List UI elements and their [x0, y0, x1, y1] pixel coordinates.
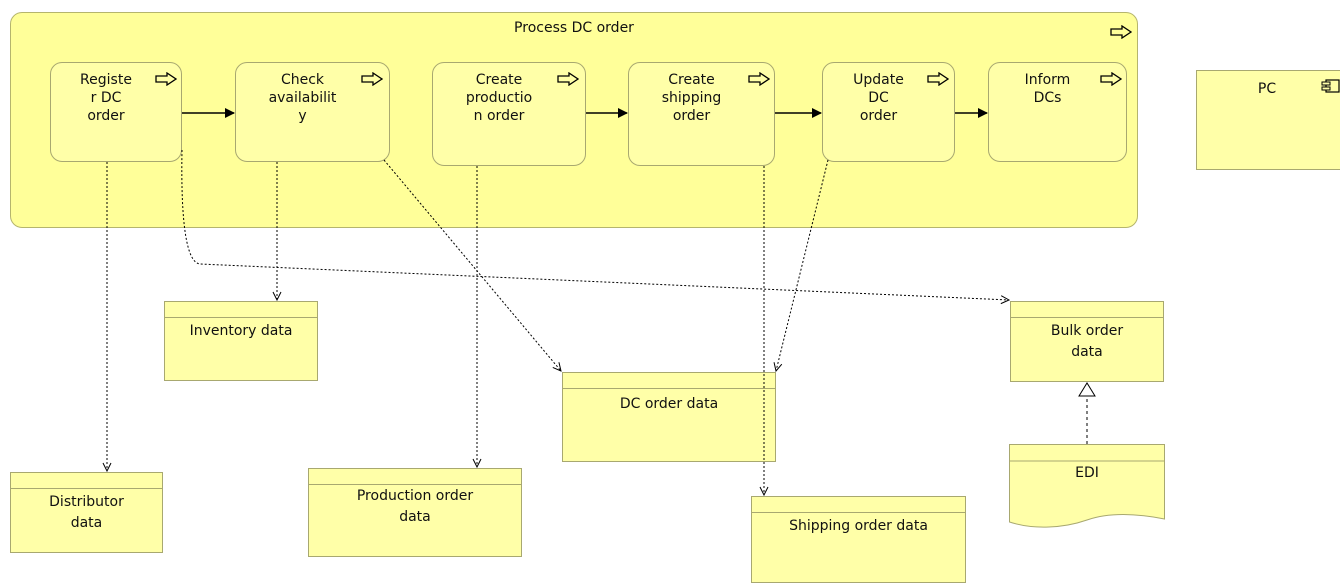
process-arrow-icon: [557, 72, 579, 86]
lane-title: Process DC order: [514, 20, 634, 36]
data-object-dc-order[interactable]: DC order data: [562, 372, 776, 462]
realization-triangle-icon: [1078, 382, 1096, 397]
edi-representation-shape[interactable]: [1009, 444, 1165, 530]
data-object-shipping-order[interactable]: Shipping order data: [751, 496, 966, 583]
dc-order-data-label: DC order data: [619, 396, 719, 412]
data-object-distributor[interactable]: Distributor data: [10, 472, 163, 553]
data-object-production-order[interactable]: Production order data: [308, 468, 522, 557]
process-label-shipping: Create shipping order: [661, 72, 722, 124]
process-create-production-order[interactable]: Create productio n order: [432, 62, 586, 166]
process-arrow-icon: [927, 72, 949, 86]
lane-process-arrow-icon: [1110, 25, 1132, 39]
process-label-register: Registe r DC order: [80, 72, 132, 124]
process-arrow-icon: [155, 72, 177, 86]
production-order-data-label: Production order data: [356, 488, 474, 525]
data-object-inventory[interactable]: Inventory data: [164, 301, 318, 381]
process-inform-dcs[interactable]: Inform DCs: [988, 62, 1127, 162]
component-pc[interactable]: PC: [1196, 70, 1340, 170]
shipping-order-data-label: Shipping order data: [789, 518, 928, 534]
process-arrow-icon: [361, 72, 383, 86]
process-label-check: Check availabilit y: [268, 72, 337, 124]
inventory-data-label: Inventory data: [189, 323, 293, 339]
distributor-data-label: Distributor data: [49, 494, 124, 531]
process-label-production: Create productio n order: [465, 72, 533, 124]
data-object-bulk-order[interactable]: Bulk order data: [1010, 301, 1164, 382]
process-check-availability[interactable]: Check availabilit y: [235, 62, 390, 162]
pc-label: PC: [1257, 81, 1277, 97]
process-update-dc-order[interactable]: Update DC order: [822, 62, 955, 162]
process-create-shipping-order[interactable]: Create shipping order: [628, 62, 775, 166]
process-arrow-icon: [748, 72, 770, 86]
bulk-order-data-label: Bulk order data: [1050, 323, 1124, 360]
process-register-dc-order[interactable]: Registe r DC order: [50, 62, 182, 162]
process-label-inform: Inform DCs: [1024, 72, 1071, 106]
process-label-update: Update DC order: [853, 72, 904, 124]
process-arrow-icon: [1100, 72, 1122, 86]
edi-label: EDI: [1075, 465, 1099, 481]
